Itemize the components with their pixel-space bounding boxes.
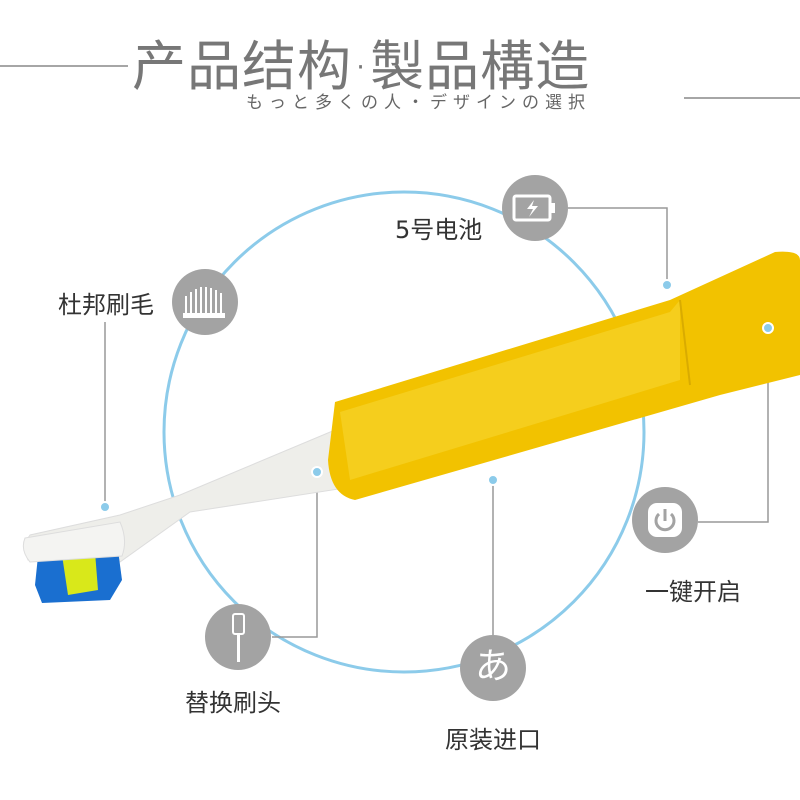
brush-head: [22, 521, 126, 563]
accent-circle: [162, 190, 646, 674]
label-battery: 5号电池: [395, 216, 483, 244]
hiragana-a-icon: [460, 635, 526, 701]
battery-icon: [502, 175, 568, 241]
label-power: 一键开启: [645, 578, 741, 606]
label-brush-head: 替换刷头: [185, 689, 281, 717]
marker-dots: [99, 279, 774, 513]
hiragana-a-glyph: あ: [474, 646, 511, 687]
label-imported: 原装进口: [445, 726, 541, 754]
bristles-icon: [172, 269, 238, 335]
handle-highlight: [340, 300, 680, 480]
brush-head-icon: [205, 604, 271, 670]
page-title: 产品结构·製品構造: [132, 35, 591, 98]
connector-lines: [104, 207, 769, 638]
toothbrush: [22, 251, 800, 603]
page-subtitle: もっと多くの人・デザインの選択: [246, 93, 591, 113]
power-icon: [632, 487, 698, 553]
bristles-yellow: [62, 552, 98, 595]
label-bristles: 杜邦刷毛: [58, 291, 154, 319]
